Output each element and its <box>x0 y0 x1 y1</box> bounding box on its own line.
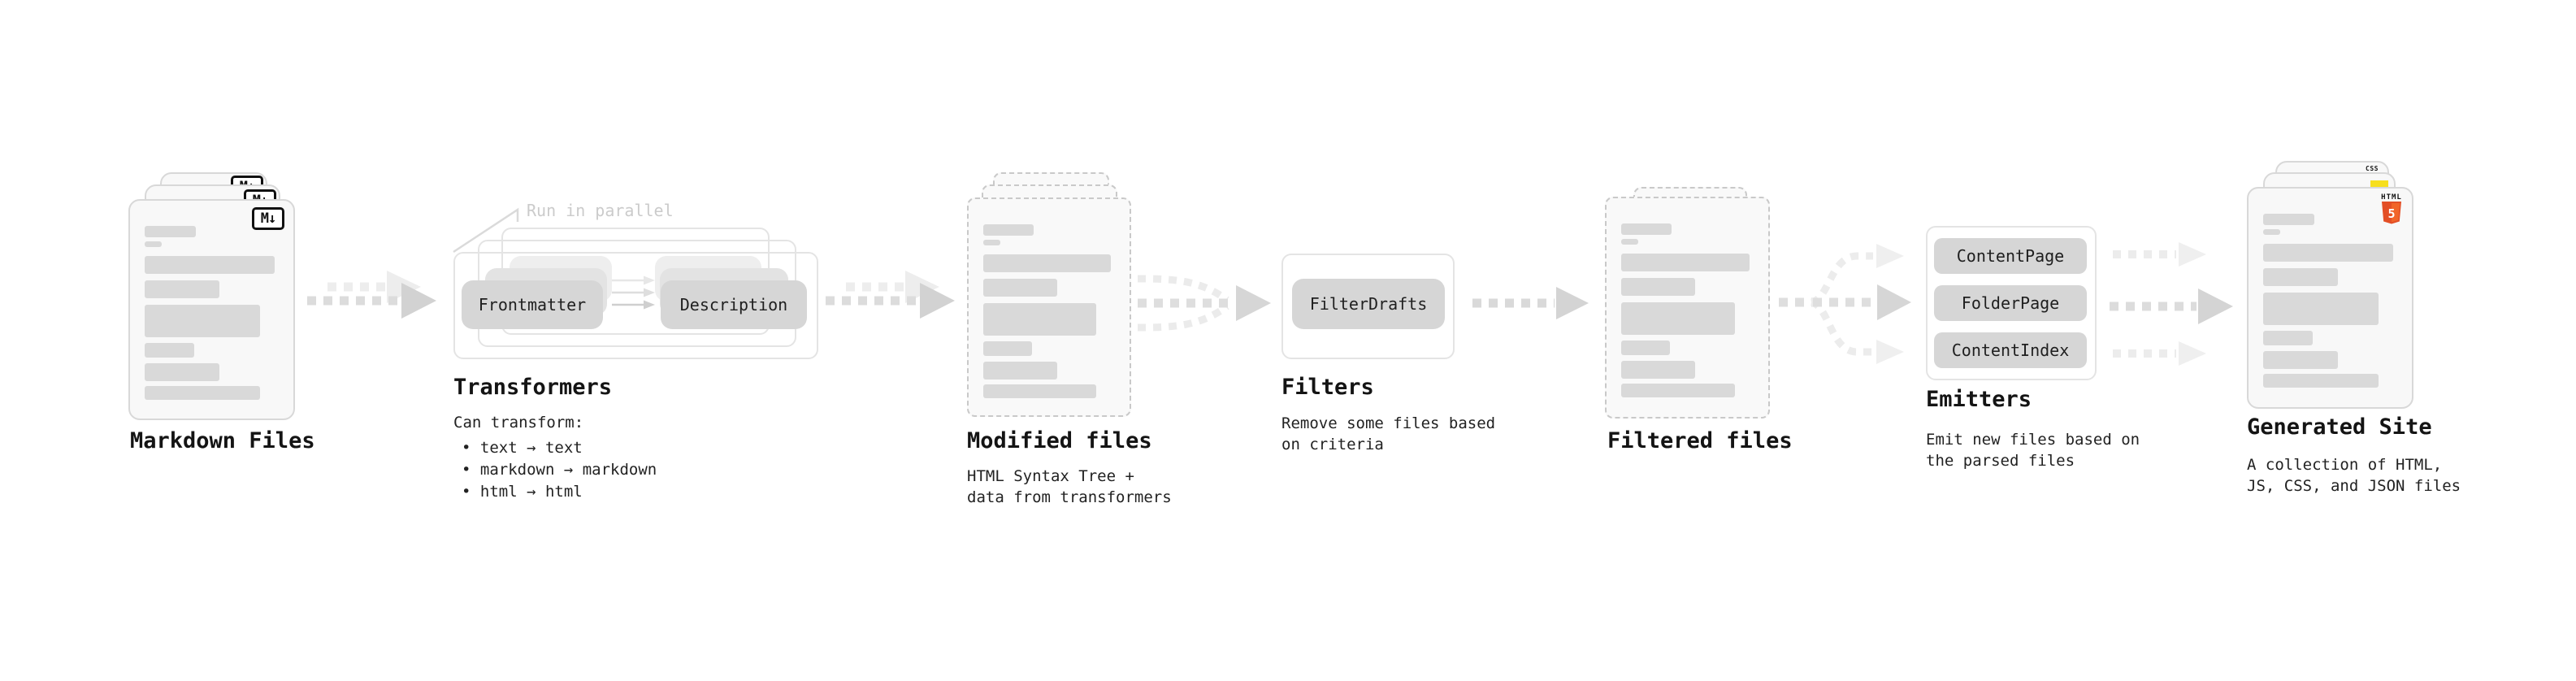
emitters-title: Emitters <box>1926 387 2032 412</box>
modified-file-card-front <box>967 197 1131 417</box>
skeleton-text-line <box>145 226 196 237</box>
arrow-filtered-to-emitters <box>1779 244 1911 364</box>
skeleton-text-line <box>983 341 1032 356</box>
mini-arrow-icon <box>612 288 655 297</box>
skeleton-text-line <box>983 279 1057 297</box>
skeleton-text-line <box>983 303 1097 336</box>
arrow-modified-to-filters <box>1137 275 1271 332</box>
arrow-filters-to-filtered <box>1472 287 1589 319</box>
mini-arrow-icon <box>612 300 655 310</box>
skeleton-text-line <box>2263 374 2379 388</box>
transformers-bullet-list: • text → text • markdown → markdown • ht… <box>462 439 657 501</box>
generated-file-card-front: HTML 5 <box>2247 187 2413 409</box>
svg-text:5: 5 <box>2387 206 2395 221</box>
skeleton-text-line <box>983 240 1001 245</box>
markdown-file-card-front: M↓ <box>128 199 295 420</box>
skeleton-text-line <box>1621 302 1736 335</box>
skeleton-text-line <box>983 362 1057 380</box>
html5-icon: HTML 5 <box>2381 194 2402 224</box>
generated-site-subtitle: A collection of HTML, JS, CSS, and JSON … <box>2247 456 2461 495</box>
filtered-files-title: Filtered files <box>1607 428 1793 453</box>
skeleton-text-line <box>145 280 220 298</box>
skeleton-text-line <box>1621 239 1639 245</box>
description-pill: Description <box>661 280 807 329</box>
modified-files-subtitle: HTML Syntax Tree + data from transformer… <box>967 467 1172 506</box>
filters-title: Filters <box>1281 375 1374 400</box>
skeleton-text-line <box>983 224 1034 236</box>
emitters-subtitle: Emit new files based on the parsed files <box>1926 431 2140 470</box>
filters-subtitle: Remove some files based on criteria <box>1281 414 1496 453</box>
skeleton-text-line <box>2263 331 2314 345</box>
skeleton-text-line <box>1621 223 1672 235</box>
skeleton-text-line <box>1621 361 1696 379</box>
skeleton-text-line <box>2263 214 2314 225</box>
skeleton-text-line <box>2263 268 2339 286</box>
skeleton-text-line <box>2263 229 2281 235</box>
run-in-parallel-callout-line <box>453 207 519 254</box>
skeleton-text-line <box>145 256 275 274</box>
arrow-emitters-to-generated <box>2110 242 2233 366</box>
transformers-subtitle: Can transform: <box>453 414 584 432</box>
contentindex-pill: ContentIndex <box>1934 332 2087 368</box>
modified-files-title: Modified files <box>967 428 1152 453</box>
arrow-transformers-to-modified <box>826 271 955 319</box>
folderpage-pill: FolderPage <box>1934 285 2087 321</box>
skeleton-text-line <box>2263 244 2394 262</box>
transformers-title: Transformers <box>453 375 613 400</box>
transformer-layer-frame-front <box>453 252 818 359</box>
markdown-icon: M↓ <box>252 207 284 230</box>
arrow-markdown-to-transformers <box>307 271 436 319</box>
skeleton-text-line <box>1621 278 1696 296</box>
js-icon <box>2370 180 2388 188</box>
skeleton-text-line <box>145 305 260 337</box>
skeleton-text-line <box>145 343 195 358</box>
skeleton-text-line <box>1621 384 1736 397</box>
skeleton-text-line <box>983 254 1112 272</box>
skeleton-text-line <box>145 386 260 400</box>
filtered-file-card-front <box>1605 197 1770 419</box>
skeleton-text-line <box>145 363 220 381</box>
skeleton-text-line <box>1621 340 1671 355</box>
generated-site-title: Generated Site <box>2247 414 2432 440</box>
filterdrafts-pill: FilterDrafts <box>1292 279 1445 329</box>
skeleton-text-line <box>1621 254 1750 271</box>
skeleton-text-line <box>2263 351 2339 369</box>
markdown-files-title: Markdown Files <box>130 428 315 453</box>
frontmatter-pill: Frontmatter <box>462 280 603 329</box>
skeleton-text-line <box>145 241 163 247</box>
mini-arrow-icon <box>612 275 655 285</box>
skeleton-text-line <box>2263 293 2379 325</box>
skeleton-text-line <box>983 384 1097 398</box>
run-in-parallel-label: Run in parallel <box>527 201 674 220</box>
contentpage-pill: ContentPage <box>1934 238 2087 274</box>
